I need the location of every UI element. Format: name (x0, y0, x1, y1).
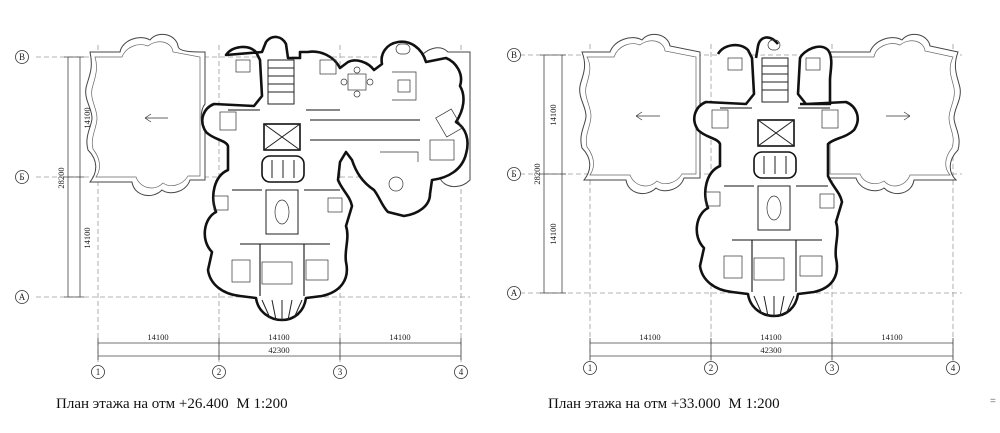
plan-caption-right: План этажа на отм +33.000 М 1:200 (548, 396, 784, 413)
dim-col-3: 14100 (389, 332, 410, 342)
dim-col-2: 14100 (268, 332, 289, 342)
dim-col-total: 42300 (268, 345, 289, 355)
roof-terrace-left (85, 33, 206, 197)
dimensions-left (64, 56, 462, 360)
plan-right: 14100 14100 28200 14100 14100 14100 4230… (507, 33, 962, 375)
axis-col-2: 2 (217, 367, 222, 377)
furniture-left (213, 43, 463, 285)
axis-col-2: 2 (709, 363, 714, 373)
dim-col-total: 42300 (760, 345, 781, 355)
dim-col-3: 14100 (881, 332, 902, 342)
caption-text: План этажа на отм +26.400 (56, 396, 229, 412)
dimension-labels-left: 14100 14100 28200 14100 14100 14100 4230… (56, 107, 411, 355)
axis-col-3: 3 (830, 363, 835, 373)
caption-scale: М 1:200 (728, 396, 780, 412)
axis-col-4: 4 (951, 363, 956, 373)
core-right (720, 57, 830, 317)
axis-row-b: В (19, 52, 25, 62)
furniture-right (705, 39, 839, 281)
dim-row-2: 14100 (548, 223, 558, 244)
caption-text: План этажа на отм +33.000 (548, 396, 721, 412)
axis-col-1: 1 (588, 363, 593, 373)
axis-col-3: 3 (338, 367, 343, 377)
dim-row-total: 28200 (56, 167, 66, 188)
building-outline-left (201, 35, 469, 322)
dim-col-2: 14100 (760, 332, 781, 342)
dim-row-1: 14100 (548, 104, 558, 125)
axis-row-a: А (511, 288, 518, 298)
dimensions-right (540, 54, 954, 360)
dim-col-1: 14100 (147, 332, 168, 342)
axis-row-be: Б (511, 169, 516, 179)
axis-row-be: Б (19, 172, 24, 182)
dim-row-total: 28200 (532, 163, 542, 184)
caption-scale: М 1:200 (236, 396, 288, 412)
axis-col-1: 1 (96, 367, 101, 377)
axis-row-b: В (511, 50, 517, 60)
roof-terrace-left-right-plan (579, 33, 701, 195)
axis-markers-right: В Б А 1 2 3 4 (507, 48, 960, 375)
plan-caption-left: План этажа на отм +26.400 М 1:200 (56, 396, 292, 413)
edge-mark: = (990, 396, 996, 407)
plan-left: 14100 14100 28200 14100 14100 14100 4230… (15, 33, 471, 379)
core-left (228, 59, 420, 321)
axis-row-a: А (19, 292, 26, 302)
dim-row-2: 14100 (82, 227, 92, 248)
axis-markers-left: В Б А 1 2 3 4 (15, 50, 468, 379)
dimension-labels-right: 14100 14100 28200 14100 14100 14100 4230… (532, 104, 903, 355)
axis-col-4: 4 (459, 367, 464, 377)
roof-terrace-right-right-plan (825, 33, 961, 195)
dim-col-1: 14100 (639, 332, 660, 342)
dim-row-1: 14100 (82, 107, 92, 128)
